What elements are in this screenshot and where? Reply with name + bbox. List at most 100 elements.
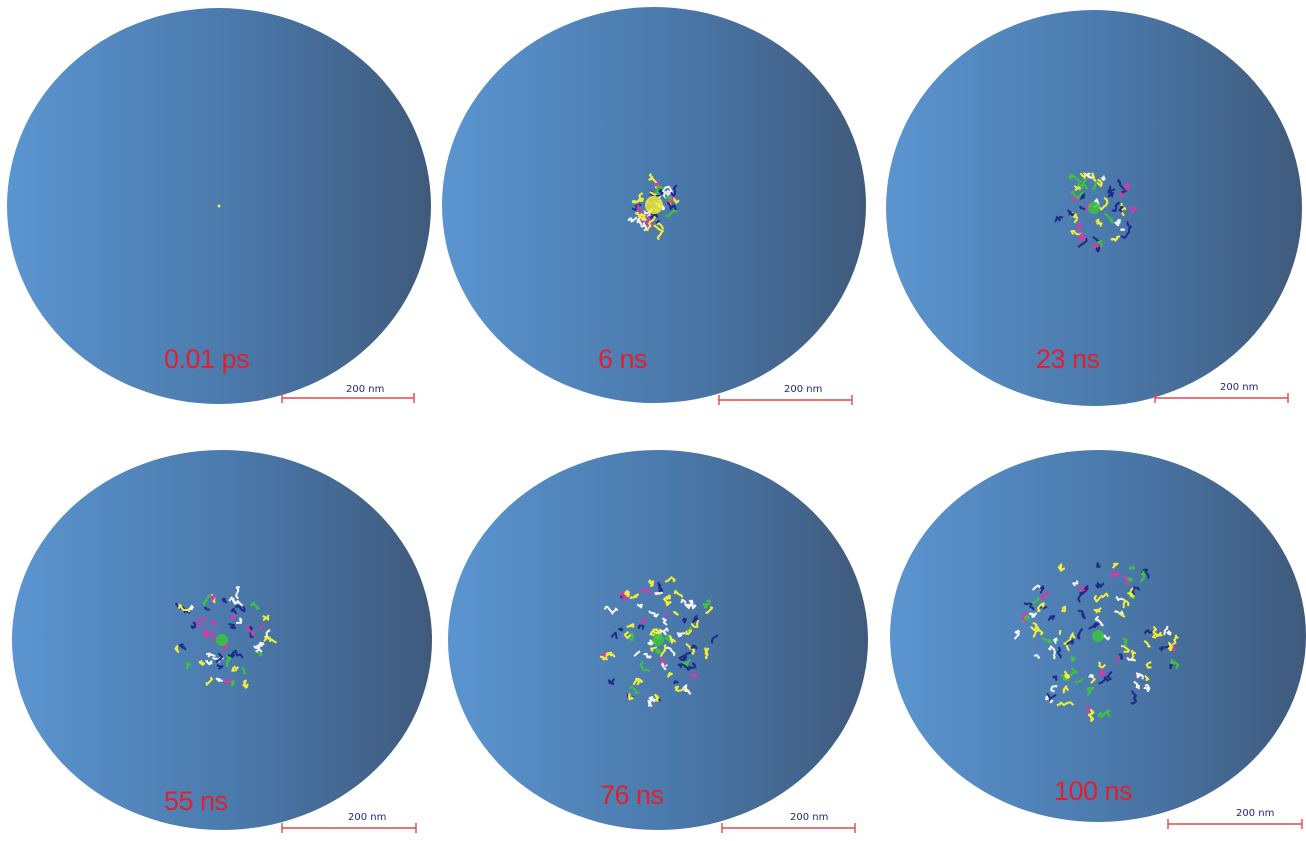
particle-track (1087, 708, 1095, 723)
particle-track (228, 623, 237, 630)
particle-track (1097, 711, 1107, 719)
particle-track (626, 622, 635, 628)
particle-track (600, 652, 607, 659)
particle-track (1122, 574, 1130, 585)
particle-track (1056, 701, 1075, 707)
particle-track (1133, 680, 1141, 690)
particle-track (646, 215, 656, 232)
particle-track (679, 658, 692, 667)
particle-track (1128, 565, 1135, 570)
particle-track (669, 635, 677, 644)
particle-track (629, 632, 635, 641)
particle-track (665, 646, 676, 657)
particle-track (1068, 173, 1083, 183)
particle-track (688, 599, 697, 610)
particle-track (223, 678, 234, 684)
time-label: 23 ns (1036, 344, 1100, 374)
particle-tracks (1013, 562, 1180, 723)
particle-core (652, 634, 664, 646)
particle-track (1063, 670, 1071, 679)
particle-track (1145, 661, 1152, 669)
particle-track (655, 648, 661, 655)
particle-track (672, 204, 678, 212)
particle-track (1114, 219, 1122, 227)
particle-track (230, 607, 238, 615)
particle-track (235, 586, 240, 600)
particle-track (631, 203, 642, 211)
particle-track (690, 644, 698, 650)
particle-track (677, 663, 690, 671)
scale-bar-label: 200 nm (1220, 382, 1259, 393)
particle-track (631, 198, 641, 204)
particle-track (639, 660, 651, 673)
particle-track (689, 672, 698, 678)
particle-track (1103, 213, 1114, 224)
particle-track (681, 617, 687, 624)
particle-track (1105, 670, 1113, 679)
particle-track (636, 679, 643, 686)
particle-track (1070, 656, 1076, 662)
particle-track (1098, 668, 1106, 677)
particle-track (1088, 673, 1094, 678)
particle-track (610, 631, 618, 640)
particle-track (638, 192, 644, 202)
sphere-panel-4 (448, 450, 868, 833)
particle-dot (217, 204, 221, 208)
particle-track (205, 652, 216, 658)
sphere-panel-0 (7, 8, 431, 404)
particle-track (607, 677, 616, 686)
particle-track (1077, 232, 1087, 242)
particle-track (246, 625, 255, 636)
particle-track (664, 209, 678, 218)
particle-track (643, 652, 652, 659)
particle-track (710, 634, 719, 644)
particle-track (1085, 706, 1091, 713)
particle-track (258, 641, 265, 647)
particle-track (664, 576, 676, 583)
panel-6ns: 6 ns 200 nm (436, 0, 872, 420)
scale-bar-label: 200 nm (1236, 808, 1275, 819)
particle-track (1111, 562, 1119, 569)
time-label: 0.01 ps (164, 344, 250, 374)
particle-track (629, 593, 639, 600)
particle-track (618, 591, 630, 601)
particle-tracks (174, 586, 278, 689)
particle-track (1122, 637, 1128, 647)
particle-track (250, 601, 260, 610)
particle-track (599, 655, 608, 661)
particle-track (1111, 201, 1120, 212)
particle-track (634, 211, 646, 220)
particle-track (225, 657, 231, 668)
particle-track (1163, 625, 1169, 636)
particle-track (647, 639, 656, 646)
particle-track (1091, 176, 1103, 188)
particle-track (657, 581, 664, 593)
panel-0-01ps: 0.01 ps 200 nm (0, 0, 436, 420)
particle-core (1092, 630, 1104, 642)
particle-track (1058, 630, 1062, 636)
particle-track (231, 665, 240, 672)
particle-tracks (1054, 172, 1138, 253)
particle-track (628, 685, 640, 695)
particle-track (203, 629, 211, 639)
particle-track (1120, 644, 1131, 653)
particle-track (1063, 638, 1072, 651)
particle-track (209, 620, 217, 626)
particle-track (1076, 628, 1084, 640)
particle-track (641, 617, 647, 624)
particle-track (1070, 229, 1084, 236)
particle-track (1113, 235, 1121, 242)
particle-track (1090, 676, 1096, 684)
particle-core (216, 634, 228, 646)
panel-100ns: 100 ns 200 nm (872, 420, 1306, 840)
particle-track (1062, 685, 1070, 694)
particle-track (1114, 610, 1124, 616)
particle-track (690, 619, 700, 628)
particle-track (242, 679, 249, 689)
particle-track (1139, 570, 1146, 583)
particle-track (1053, 637, 1058, 644)
scale-bar-label: 200 nm (346, 384, 385, 395)
particle-track (1032, 621, 1044, 636)
particle-track (1041, 637, 1053, 644)
particle-track (1084, 202, 1092, 211)
